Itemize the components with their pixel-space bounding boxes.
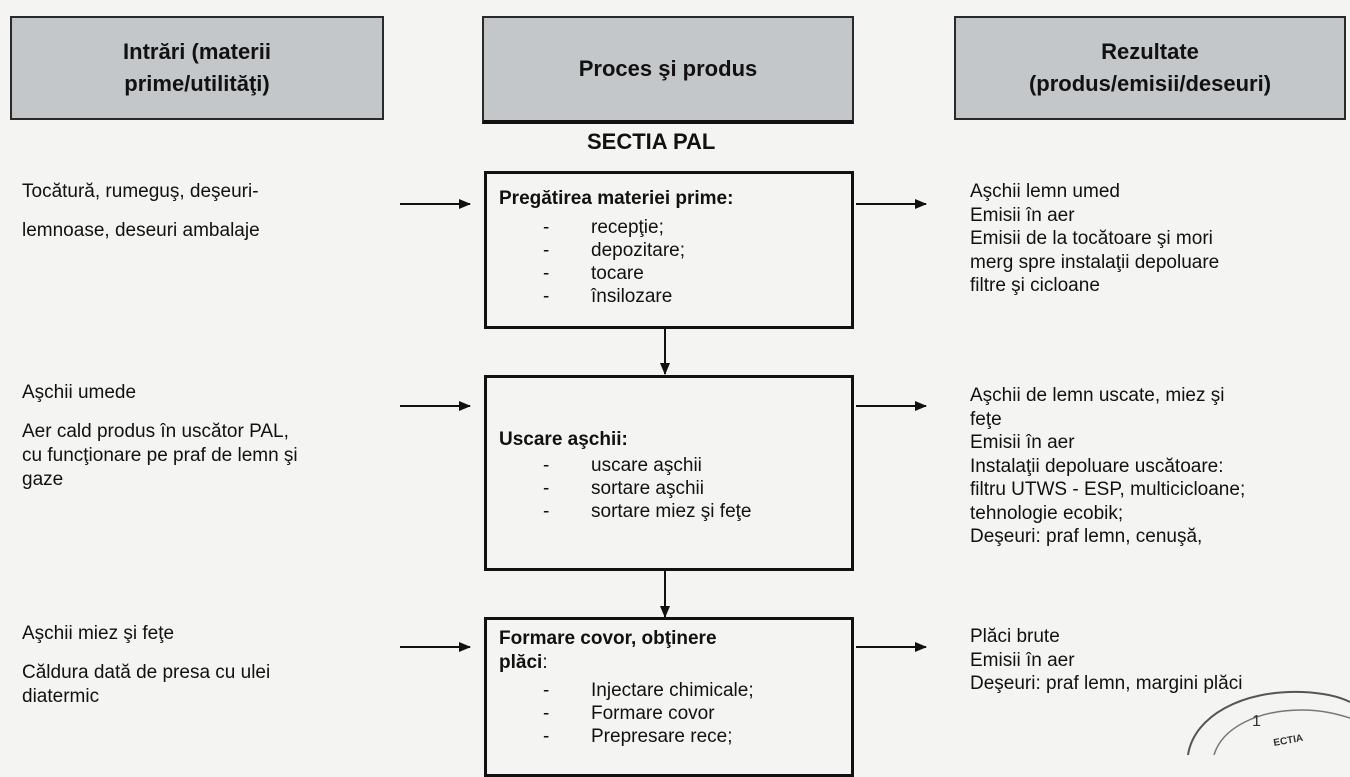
list-item: -sortare miez şi feţe [543,501,752,522]
result-line: Emisii în aer [970,432,1075,453]
header-results-line1: Rezultate [1101,39,1199,65]
row1-inputs-line2: lemnoase, deseuri ambalaje [22,220,260,241]
list-item: -Formare covor [543,703,715,724]
process-title-3-line2: plăci: [499,652,548,673]
header-process-label: Proces şi produs [578,56,758,82]
row1-results: Aşchii lemn umed Emisii în aer Emisii de… [970,180,1336,298]
input-line: cu funcţionare pe praf de lemn şi [22,445,298,466]
process-title-3: Formare covor, obţinere plăci: [499,627,717,675]
result-line: Emisii în aer [970,649,1075,671]
list-item: -recepţie; [543,217,664,238]
result-line: tehnologie ecobik; [970,502,1124,524]
result-line: feţe [970,408,1002,430]
row3-input-b: Căldura dată de presa cu ulei diatermic [22,661,270,709]
header-results-line2: (produs/emisii/deseuri) [1028,71,1272,96]
input-line: diatermic [22,686,100,707]
header-process: Proces şi produs [482,16,854,124]
result-line: Aşchii lemn umed [970,181,1120,202]
input-line: Căldura dată de presa cu ulei [22,662,271,683]
row2-input-a: Aşchii umede [22,382,137,403]
process-list-2: -uscare aşchii -sortare aşchii -sortare … [543,454,752,523]
stamp-number: 1 [1252,713,1261,730]
header-inputs-line2: prime/utilităţi) [124,71,270,96]
stamp-text: ECTIA [1273,733,1304,749]
process-box-1: Pregătirea materiei prime: -recepţie; -d… [484,171,854,329]
process-list-1: -recepţie; -depozitare; -tocare -însiloz… [543,216,686,308]
list-item: -tocare [543,263,644,284]
row1-inputs: Tocătură, rumeguş, deşeuri- lemnoase, de… [22,180,260,243]
row2-inputs: Aşchii umede Aer cald produs în uscător … [22,381,298,492]
list-item: -uscare aşchii [543,455,702,476]
section-title: SECTIA PAL [587,129,716,154]
result-line: filtre şi cicloane [970,275,1100,296]
row1-inputs-line1: Tocătură, rumeguş, deşeuri- [22,181,259,202]
header-inputs: Intrări (materii prime/utilităţi) [10,16,384,120]
list-item: -însilozare [543,286,673,307]
flow-arrows [400,199,927,652]
row2-results: Aşchii de lemn uscate, miez şi feţe Emis… [970,384,1336,549]
input-line: Aer cald produs în uscător PAL, [22,421,289,442]
row3-results: Plăci brute Emisii în aer Deşeuri: praf … [970,625,1336,696]
stamp-seal: 1 ECTIA [1187,690,1350,755]
result-line: Plăci brute [970,626,1060,647]
list-item: -sortare aşchii [543,478,704,499]
result-line: Emisii de la tocătoare şi mori [970,228,1213,249]
process-list-3: -Injectare chimicale; -Formare covor -Pr… [543,679,754,748]
list-item: -Prepresare rece; [543,726,733,747]
row3-inputs: Aşchii miez şi feţe Căldura dată de pres… [22,622,270,709]
list-item: -Injectare chimicale; [543,680,754,701]
header-inputs-line1: Intrări (materii [123,39,271,65]
result-line: merg spre instalaţii depoluare [970,251,1220,273]
result-line: Deşeuri: praf lemn, margini plăci [970,673,1243,694]
row2-input-b: Aer cald produs în uscător PAL, cu funcţ… [22,420,298,492]
row3-input-a: Aşchii miez şi feţe [22,623,175,644]
process-title-1: Pregătirea materiei prime: [499,188,734,209]
process-box-3: Formare covor, obţinere plăci: -Injectar… [484,617,854,777]
input-line: gaze [22,469,64,490]
result-line: Emisii în aer [970,204,1075,226]
list-item: -depozitare; [543,240,686,261]
result-line: Aşchii de lemn uscate, miez şi [970,385,1225,406]
result-line: Instalaţii depoluare uscătoare: [970,455,1224,477]
header-results: Rezultate (produs/emisii/deseuri) [954,16,1346,120]
process-box-2: Uscare aşchii: -uscare aşchii -sortare a… [484,375,854,571]
result-line: filtru UTWS - ESP, multicicloane; [970,479,1246,500]
process-title-2: Uscare aşchii: [499,429,628,450]
process-title-3-line1: Formare covor, obţinere [499,628,717,649]
result-line: Deşeuri: praf lemn, cenuşă, [970,526,1203,547]
